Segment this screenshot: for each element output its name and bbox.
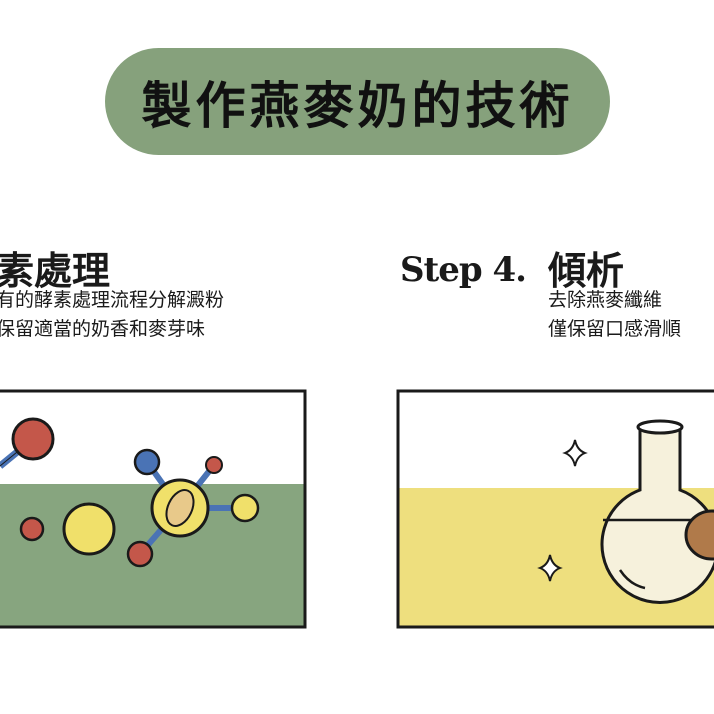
- decant-illustration: [396, 389, 714, 629]
- page-title: 製作燕麥奶的技術: [141, 76, 574, 135]
- oat-fiber: [684, 509, 714, 561]
- step3-description: 有的酵素處理流程分解澱粉 保留適當的奶香和麥芽味: [0, 286, 224, 344]
- sparkle-icon: [562, 439, 588, 467]
- step4-description: 去除燕麥纖維 僅保留口感滑順: [548, 286, 681, 344]
- oat-grain-icon: [165, 489, 195, 527]
- step3-line-1: 有的酵素處理流程分解澱粉: [0, 289, 225, 311]
- step4-line-2: 僅保留口感滑順: [548, 318, 682, 340]
- title-banner: 製作燕麥奶的技術: [105, 48, 610, 155]
- step3-heading: 素處理: [0, 249, 111, 293]
- step4-heading: 傾析: [548, 249, 625, 293]
- sparkle-icon: [537, 554, 563, 582]
- step4-line-1: 去除燕麥纖維: [548, 289, 663, 311]
- step4-label: Step 4.: [400, 250, 527, 290]
- molecule-red: [11, 417, 55, 461]
- enzyme-illustration: [0, 389, 307, 629]
- step3-line-2: 保留適當的奶香和麥芽味: [0, 318, 206, 340]
